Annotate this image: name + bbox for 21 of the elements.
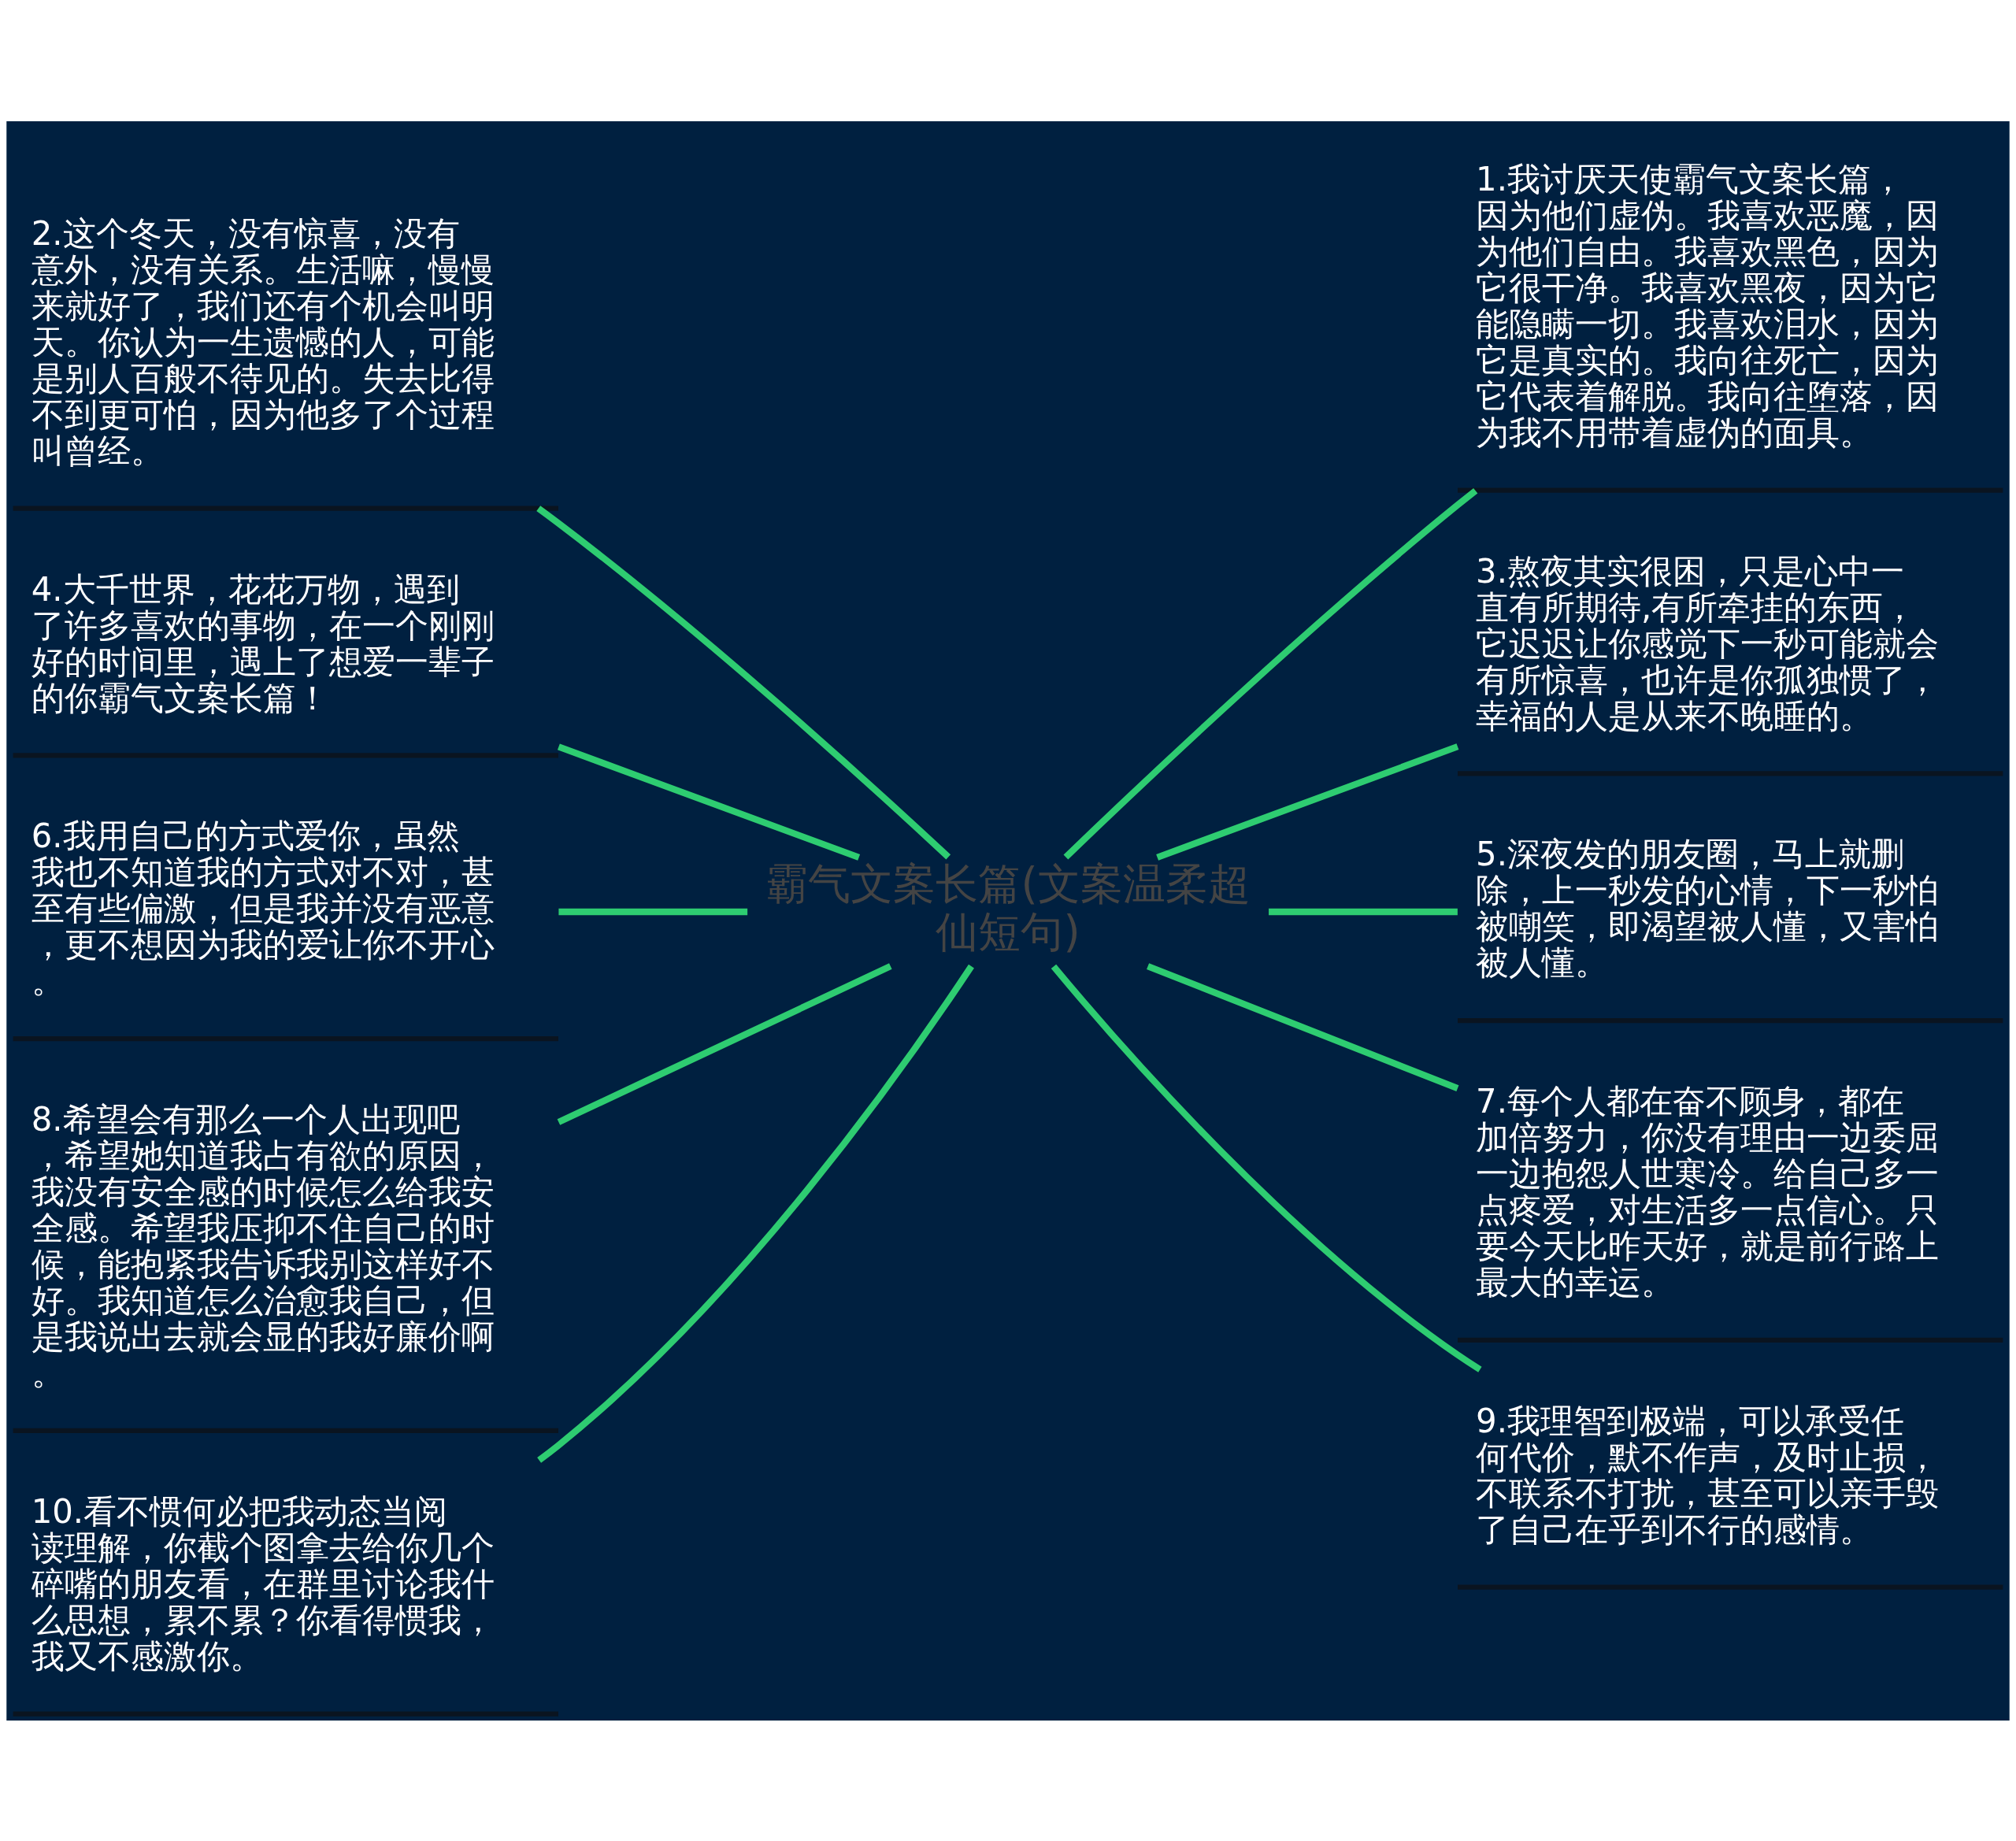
node-text: 4.大千世界，花花万物，遇到了许多喜欢的事物，在一个刚刚好的时间里，遇上了想爱一辈子的你霸气文案长篇！	[31, 569, 495, 717]
connector	[557, 743, 861, 861]
connector	[557, 962, 892, 1125]
connector	[1269, 908, 1458, 915]
node-text: 2.这个冬天，没有惊喜，没有意外，没有关系。生活嘛，慢慢来就好了，我们还有个机会叫明天。你认为一生遗憾的人，可能是别人百般不待见的。失去比得不到更可怕，因为他多了个过程叫曾经。	[31, 213, 495, 470]
connector	[537, 964, 974, 1463]
connector	[536, 505, 951, 859]
node-text: 霸气文案长篇(文案温柔超仙短句)	[765, 858, 1251, 956]
node-text: 8.希望会有那么一个人出现吧，希望她知道我占有欲的原因，我没有安全感的时候怎么给我安全感。希望我压抑不住自己的时候，能抱紧我告诉我别这样好不好。我知道怎么治愈我自己，但是我说出去就会显的我好廉价啊。	[31, 1099, 495, 1392]
connector	[1147, 962, 1459, 1091]
node-text: 5.深夜发的朋友圈，马上就删除，上一秒发的心情，下一秒怕被嘲笑，即渴望被人懂，又害怕被人懂。	[1476, 834, 1940, 982]
node-text: 9.我理智到极端，可以承受任何代价，默不作声，及时止损，不联系不打扰，甚至可以亲手毁了自己在乎到不行的感情。	[1476, 1401, 1940, 1549]
node-text: 3.熬夜其实很困，只是心中一直有所期待,有所牵挂的东西，它迟迟让你感觉下一秒可能就会有所惊喜，也许是你孤独惯了，幸福的人是从来不晚睡的。	[1476, 551, 1940, 735]
connector	[558, 908, 748, 915]
connector	[1063, 487, 1478, 859]
node-text: 7.每个人都在奋不顾身，都在加倍努力，你没有理由一边委屈一边抱怨人世寒冷。给自己多一点疼爱，对生活多一点信心。只要今天比昨天好，就是前行路上最大的幸运。	[1476, 1081, 1940, 1302]
node-text: 6.我用自己的方式爱你，虽然我也不知道我的方式对不对，甚至有些偏激，但是我并没有恶意，更不想因为我的爱让你不开心。	[31, 816, 495, 1000]
node-text: 10.看不惯何必把我动态当阅读理解，你截个图拿去给你几个碎嘴的朋友看，在群里讨论我什么思想，累不累？你看得惯我，我又不感激你。	[31, 1491, 495, 1676]
node-text: 1.我讨厌天使霸气文案长篇，因为他们虚伪。我喜欢恶魔，因为他们自由。我喜欢黑色，因为它很干净。我喜欢黑夜，因为它能隐瞒一切。我喜欢泪水，因为它是真实的。我向往死亡，因为它代表着解脱。我向往堕落，因为我不用带着虚伪的面具。	[1476, 159, 1940, 452]
connector	[1156, 743, 1459, 861]
connector	[1051, 964, 1482, 1372]
